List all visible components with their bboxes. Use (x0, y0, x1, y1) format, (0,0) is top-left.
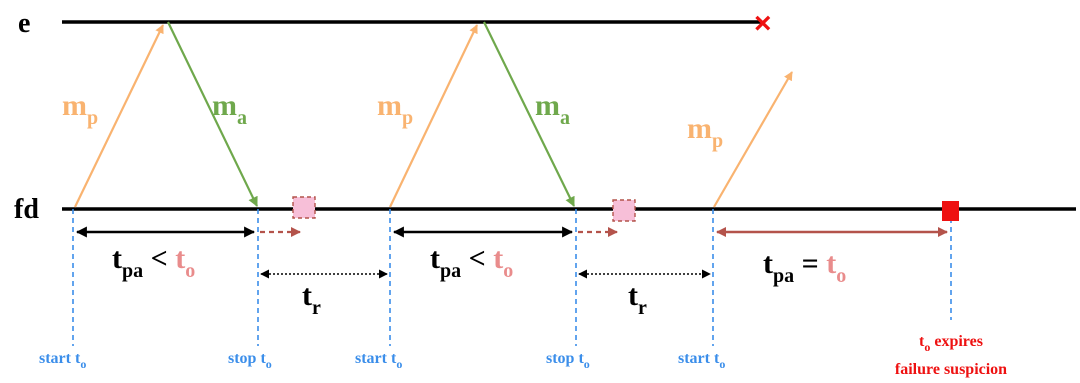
probe-label-3: mp (687, 112, 723, 152)
probe-label-1: mp (62, 89, 98, 129)
ack-arrow-1 (167, 21, 258, 207)
lane-label-e: e (18, 8, 30, 39)
event-label-start-2: start to (355, 350, 402, 371)
interval-label-pa-eq-to: tpa = to (763, 247, 846, 287)
ack-label-1: ma (212, 89, 247, 129)
event-label-suspicion: failure suspicion (895, 361, 1007, 378)
cancelled-timeout-box-2 (612, 199, 636, 222)
event-label-stop-1: stop to (228, 350, 272, 371)
interval-label-pa-lt-to-2: tpa < to (430, 242, 513, 282)
interval-label-pa-lt-to-1: tpa < to (112, 242, 195, 282)
failure-marker (942, 201, 959, 221)
probe-arrow-3 (713, 71, 793, 208)
probe-arrow-1 (74, 24, 164, 208)
interval-label-tr-1: tr (302, 279, 321, 319)
ack-label-2: ma (535, 89, 570, 129)
crash-marker: × (754, 7, 772, 40)
event-label-start-1: start to (39, 350, 86, 371)
lane-label-fd: fd (14, 194, 39, 225)
event-label-stop-2: stop to (546, 350, 590, 371)
cancelled-timeout-box-1 (292, 196, 316, 219)
probe-label-2: mp (377, 89, 413, 129)
event-label-expires: to expires (919, 333, 983, 354)
probe-arrow-2 (389, 24, 478, 208)
interval-label-tr-2: tr (628, 279, 647, 319)
event-label-start-3: start to (678, 350, 725, 371)
ack-arrow-2 (483, 21, 575, 207)
